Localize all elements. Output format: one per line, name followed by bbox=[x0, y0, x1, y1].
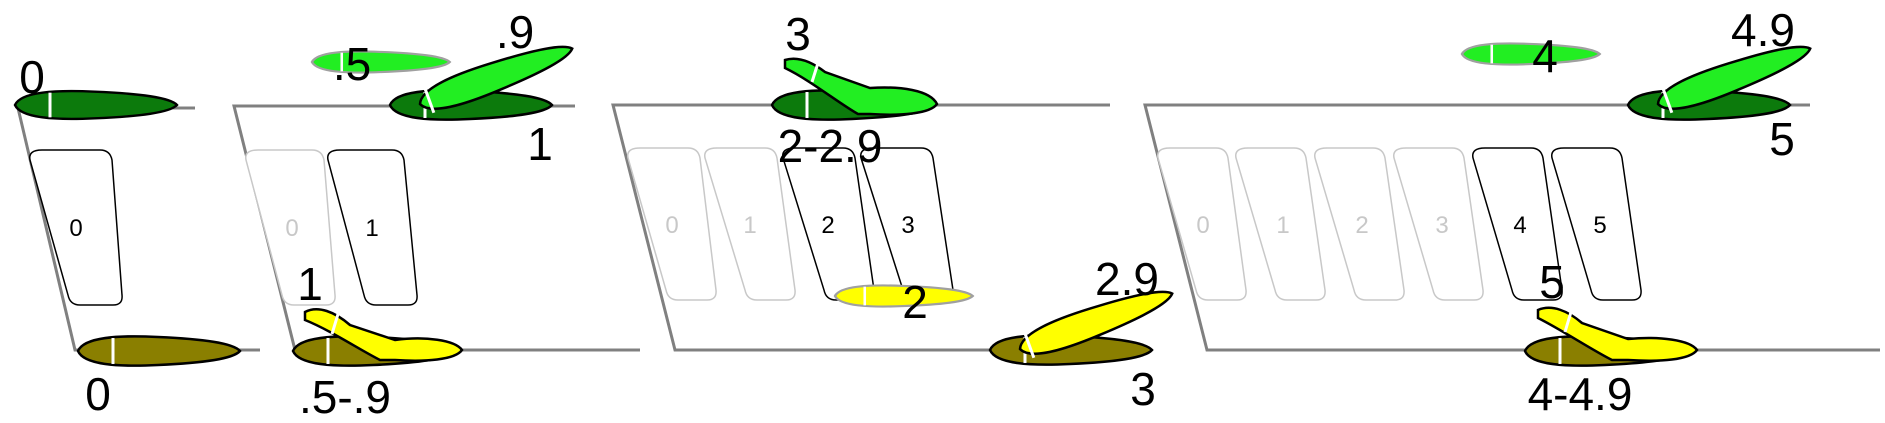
step-box-0 bbox=[627, 147, 717, 301]
foot-bottom-olive bbox=[291, 335, 457, 367]
foot-ghost-green bbox=[1460, 42, 1601, 66]
box-label-1: 1 bbox=[1276, 212, 1289, 239]
step-box-4 bbox=[1472, 147, 1563, 301]
box-label-2: 2 bbox=[1355, 212, 1368, 239]
foot-bottom-olive bbox=[76, 335, 242, 367]
step-box-1 bbox=[1235, 147, 1326, 301]
panel-1: 0 0 0 bbox=[13, 51, 260, 420]
foot-top-dark bbox=[13, 89, 179, 121]
label-bottom-c: 3 bbox=[1130, 363, 1156, 415]
step-box-3 bbox=[1393, 147, 1484, 301]
label-top-b: .9 bbox=[496, 6, 534, 58]
foot-bottom-olive bbox=[1523, 335, 1689, 367]
box-label-3: 3 bbox=[1435, 212, 1448, 239]
box-label-0: 0 bbox=[1196, 212, 1209, 239]
label-bottom-b: .5-.9 bbox=[299, 371, 391, 423]
label-top-a: 4 bbox=[1532, 30, 1558, 82]
label-bottom-0: 0 bbox=[85, 368, 111, 420]
step-box-5 bbox=[1551, 147, 1642, 301]
foot-top-dark bbox=[770, 89, 936, 121]
foot-top-rolling bbox=[783, 57, 939, 116]
foot-ghost-green bbox=[310, 50, 451, 74]
box-label-0: 0 bbox=[69, 215, 82, 242]
label-top-b: 4.9 bbox=[1731, 4, 1795, 56]
label-top-0: 0 bbox=[19, 51, 45, 103]
label-top-b: 2-2.9 bbox=[778, 120, 883, 172]
panel-3: 0 1 2 3 3 2-2.9 2 2.9 bbox=[611, 8, 1179, 415]
step-box-0 bbox=[245, 149, 336, 306]
label-top-a: .5 bbox=[333, 38, 371, 90]
foot-top-lifted bbox=[413, 33, 579, 120]
label-top-c: 5 bbox=[1769, 113, 1795, 165]
step-box-0 bbox=[29, 149, 123, 306]
step-box-2 bbox=[1314, 147, 1405, 301]
foot-bottom-lifted bbox=[1013, 278, 1179, 365]
panel-2: 0 1 .5 .9 1 1 .5-.9 bbox=[232, 6, 640, 423]
panel-4: 0 1 2 3 4 5 4 bbox=[1143, 4, 1880, 420]
foot-top-lifted bbox=[1651, 33, 1817, 120]
box-label-0: 0 bbox=[285, 215, 298, 242]
foot-bottom-yellow bbox=[1536, 306, 1699, 362]
label-bottom-a: 1 bbox=[297, 258, 323, 310]
box-label-1: 1 bbox=[365, 215, 378, 242]
step-box-1 bbox=[327, 149, 418, 306]
label-bottom-a: 2 bbox=[902, 276, 928, 328]
foot-bottom-yellow bbox=[303, 308, 464, 362]
label-bottom-a: 5 bbox=[1539, 256, 1565, 308]
label-bottom-b: 2.9 bbox=[1095, 253, 1159, 305]
box-label-1: 1 bbox=[743, 212, 756, 239]
label-top-a: 3 bbox=[785, 8, 811, 60]
box-label-2: 2 bbox=[821, 212, 834, 239]
box-label-4: 4 bbox=[1513, 212, 1526, 239]
box-label-3: 3 bbox=[901, 212, 914, 239]
step-box-1 bbox=[704, 147, 796, 301]
label-top-c: 1 bbox=[527, 118, 553, 170]
box-label-0: 0 bbox=[665, 212, 678, 239]
label-bottom-b: 4-4.9 bbox=[1528, 368, 1633, 420]
foot-ghost-yellow bbox=[833, 284, 974, 308]
box-label-5: 5 bbox=[1593, 212, 1606, 239]
step-box-0 bbox=[1157, 147, 1247, 301]
